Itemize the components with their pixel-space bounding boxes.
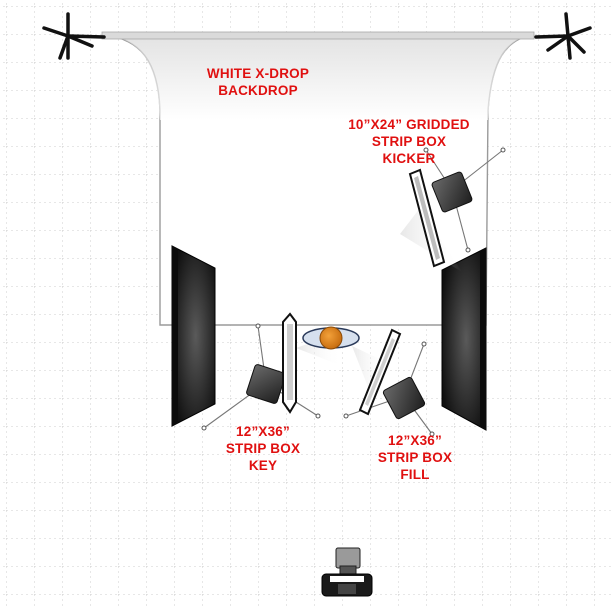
backdrop-label: WHITE X-DROP BACKDROP: [188, 65, 328, 99]
kicker-label-line: KICKER: [382, 151, 436, 166]
kicker-label: 10”X24” GRIDDED STRIP BOX KICKER: [334, 116, 484, 167]
kicker-label-line: 10”X24” GRIDDED: [348, 117, 470, 132]
light-stand-icon: [534, 12, 592, 60]
subject-icon: [302, 326, 360, 350]
key-label-line: STRIP BOX: [225, 441, 301, 456]
kicker-label-line: STRIP BOX: [371, 134, 447, 149]
light-stand-icon: [42, 12, 106, 60]
fill-strip-box: [343, 328, 435, 437]
backdrop-label-line: WHITE X-DROP: [206, 66, 310, 81]
key-label: 12”X36” STRIP BOX KEY: [208, 423, 318, 474]
key-label-line: KEY: [248, 458, 278, 473]
fill-label-line: STRIP BOX: [377, 450, 453, 465]
fill-label-line: 12”X36”: [388, 433, 442, 448]
key-label-line: 12”X36”: [236, 424, 290, 439]
v-flat-icon: [171, 245, 216, 427]
key-strip-box: [201, 312, 342, 431]
backdrop-label-line: BACKDROP: [218, 83, 298, 98]
kicker-strip-box: [400, 147, 506, 272]
fill-label-line: FILL: [400, 467, 430, 482]
v-flat-icon: [441, 247, 487, 431]
fill-label: 12”X36” STRIP BOX FILL: [360, 432, 470, 483]
camera-icon: [321, 547, 373, 597]
